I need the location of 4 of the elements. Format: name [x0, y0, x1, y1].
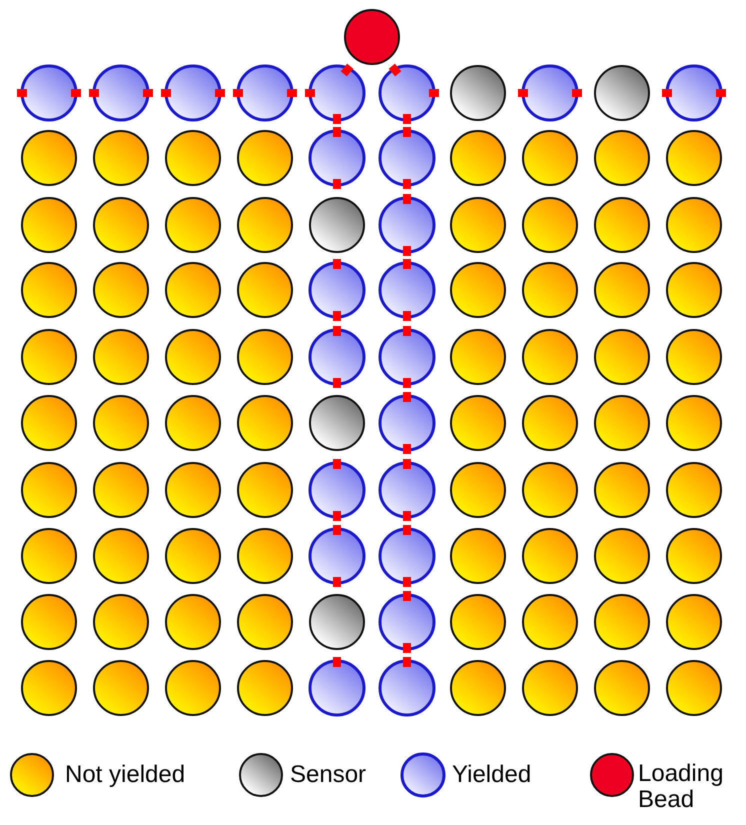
legend-label: Yielded: [452, 762, 532, 788]
legend-label: Loading Bead: [638, 761, 724, 813]
legend-label: Sensor: [290, 762, 368, 788]
legend-label: Not yielded: [65, 762, 186, 788]
